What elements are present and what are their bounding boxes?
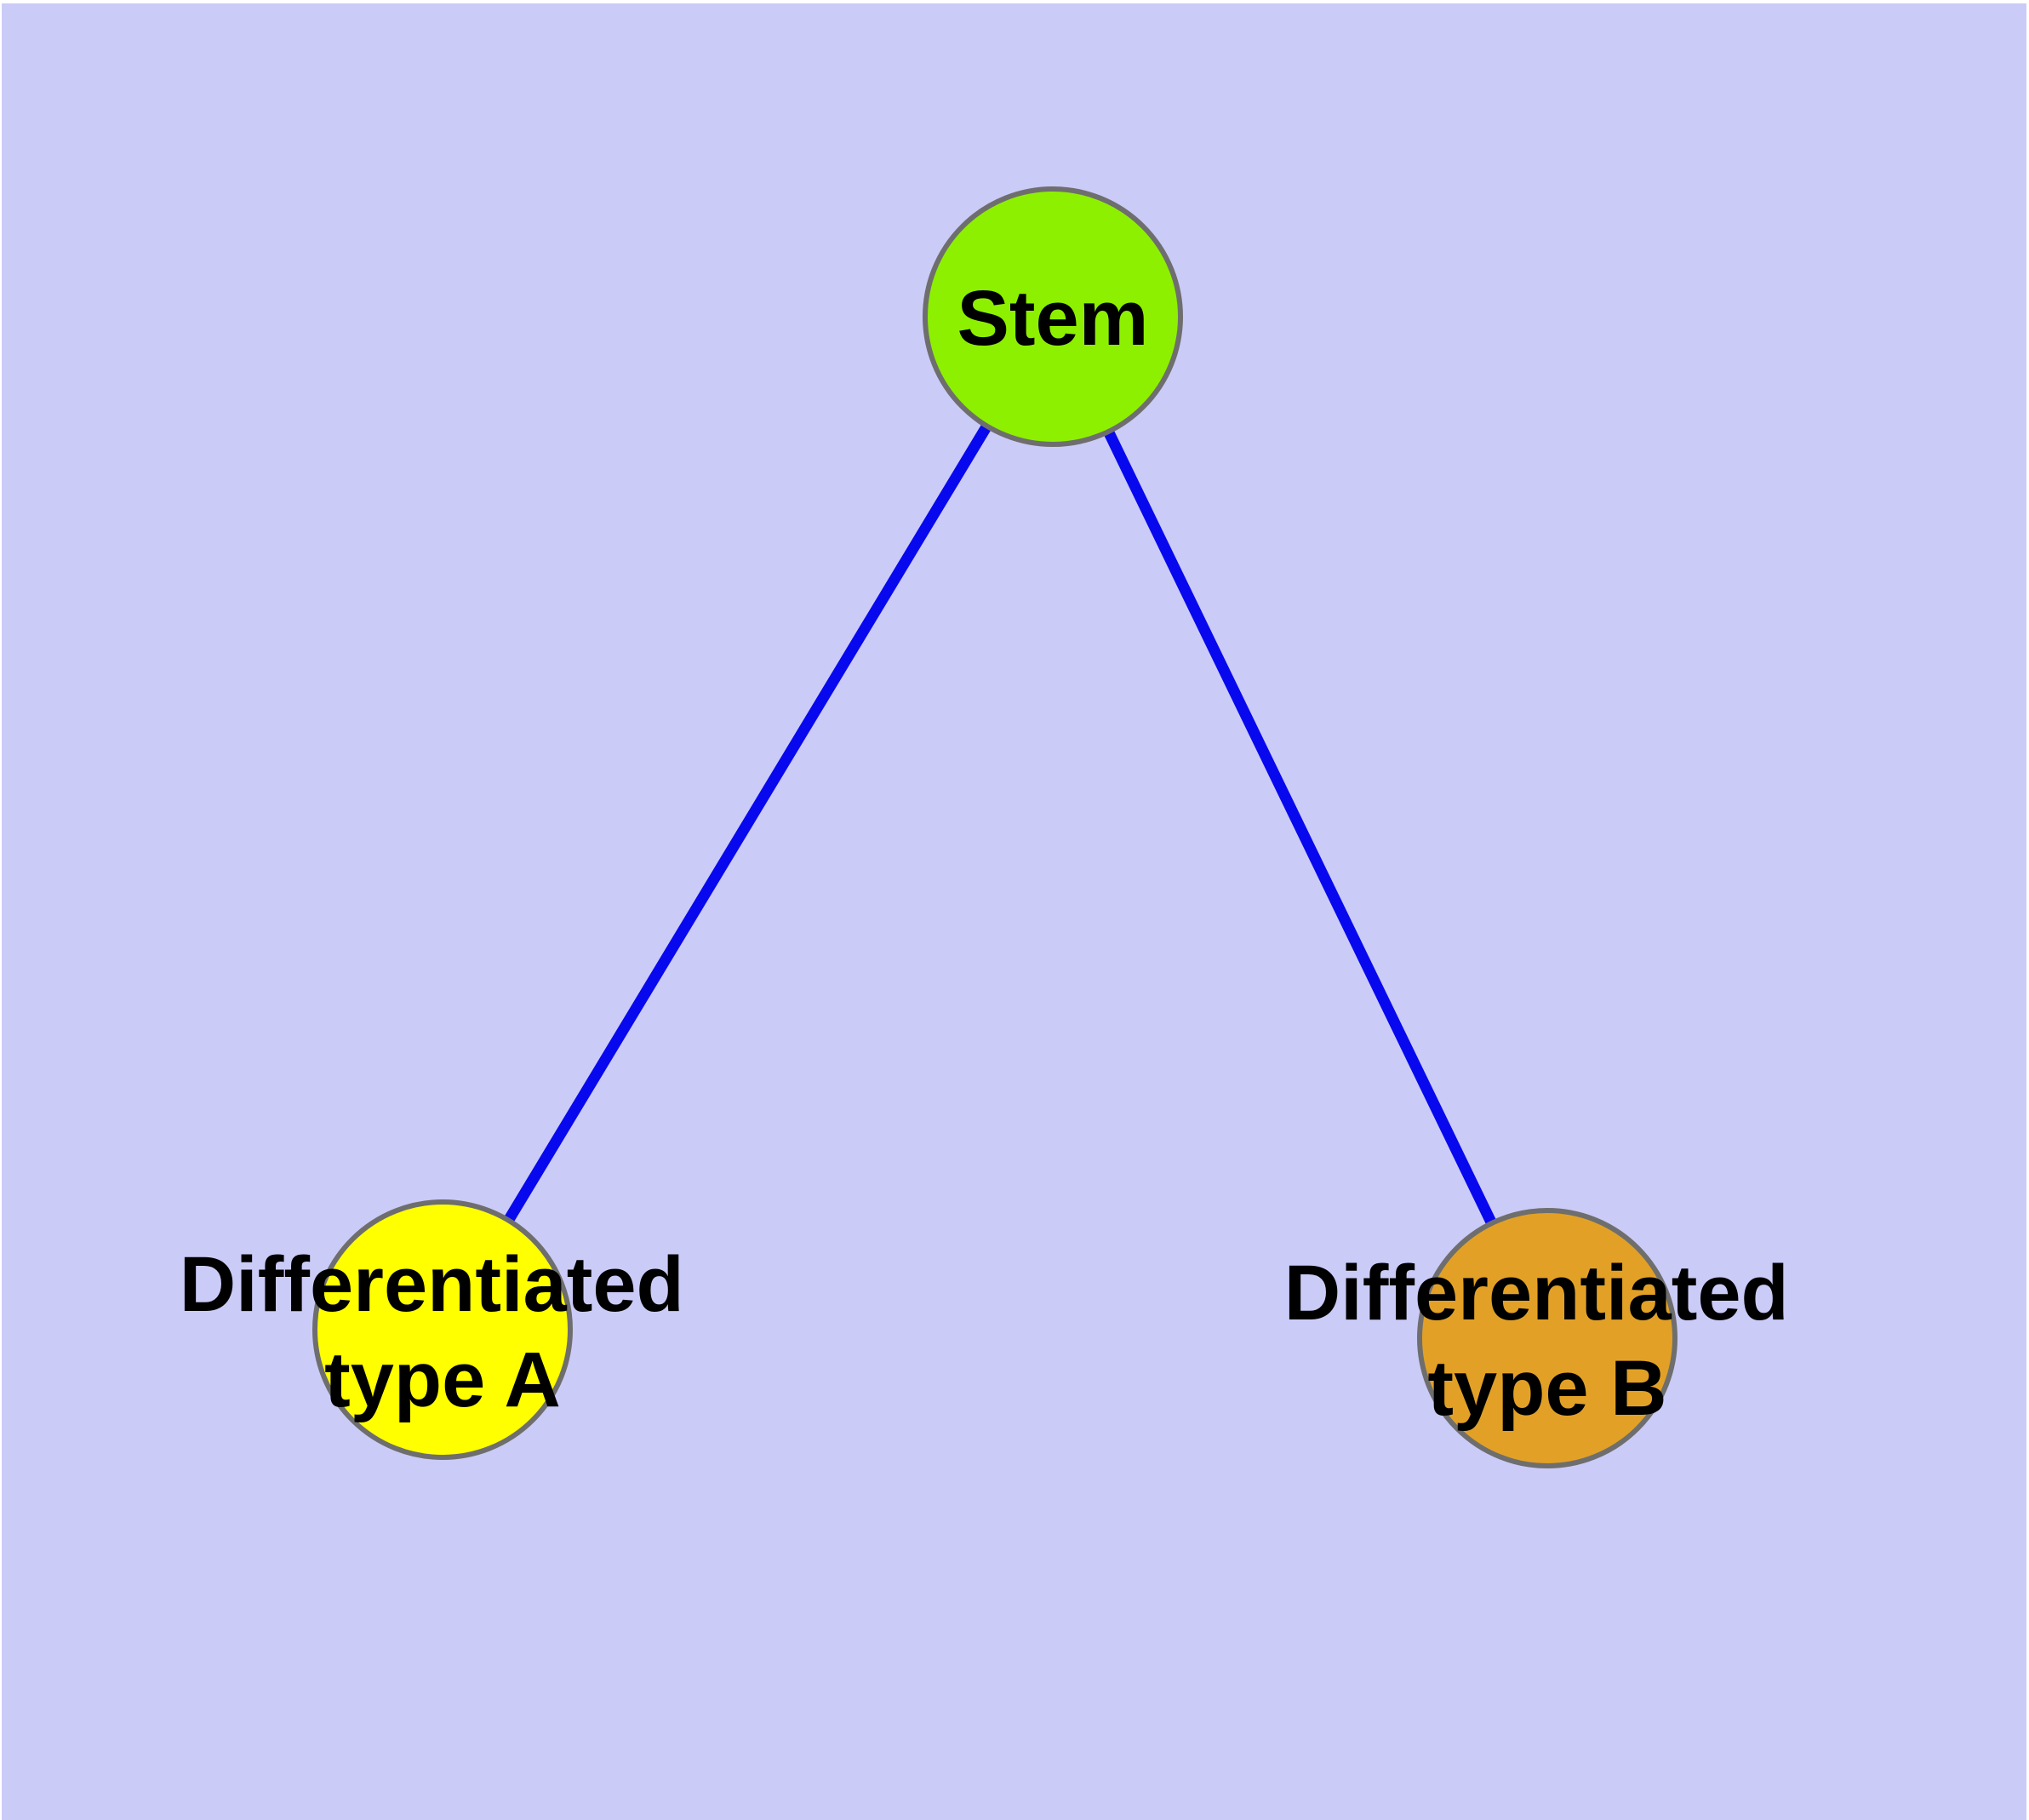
stem-node-label: Stem <box>957 275 1149 362</box>
node-differentiated-type-a: Differentiated type A <box>180 1199 706 1460</box>
type-b-label-line-2: type B <box>1427 1345 1666 1432</box>
stem-node-circle <box>923 186 1183 447</box>
type-a-node-label: Differentiated type A <box>180 1241 706 1423</box>
type-b-label-line-1: Differentiated <box>1284 1250 1789 1336</box>
node-differentiated-type-b: Differentiated type B <box>1284 1208 1811 1468</box>
type-b-node-label: Differentiated type B <box>1284 1250 1811 1432</box>
node-stem: Stem <box>923 186 1183 447</box>
type-a-label-line-2: type A <box>324 1336 561 1423</box>
edge-stem-to-type-b <box>1048 314 1552 1341</box>
edge-stem-to-type-a <box>437 313 1058 1333</box>
type-b-node-circle <box>1417 1208 1677 1468</box>
type-a-node-circle <box>312 1199 573 1460</box>
type-a-label-line-1: Differentiated <box>180 1241 684 1328</box>
